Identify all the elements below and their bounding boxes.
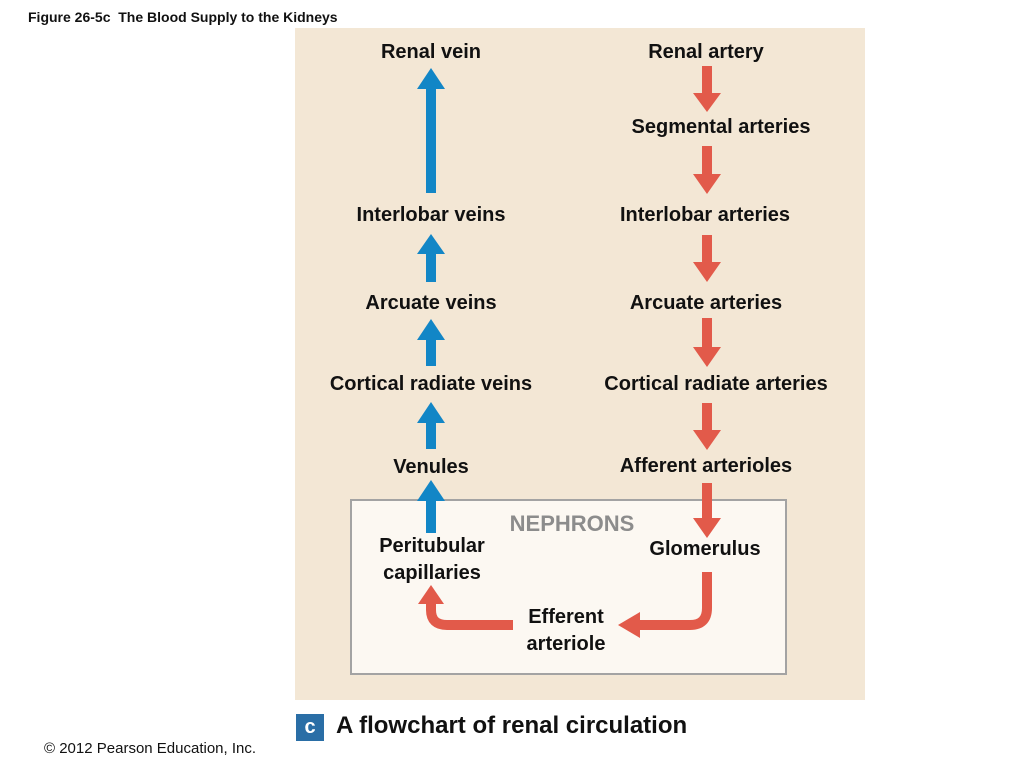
arrow-venules-to-cortical-veins [417,402,445,449]
label-cortical-radiate-veins: Cortical radiate veins [329,373,533,395]
arrow-cortical-to-arcuate-veins [417,319,445,366]
label-cortical-radiate-arteries: Cortical radiate arteries [604,373,828,395]
label-arcuate-arteries: Arcuate arteries [629,292,783,314]
caption-text: A flowchart of renal circulation [336,712,688,739]
label-venules: Venules [393,456,469,478]
label-renal-vein: Renal vein [380,41,482,63]
caption-letter-badge: c [296,714,324,741]
arrow-arcuate-to-interlobar-veins [417,234,445,282]
label-efferent-line1: Efferent [528,606,604,628]
arrow-interlobar-to-arcuate [693,235,721,282]
label-peritubular-line1: Peritubular [379,535,485,557]
arrow-glomerulus-to-efferent-head [618,612,640,638]
arrow-arcuate-to-cortical [693,318,721,367]
arrow-efferent-to-peritubular [426,603,513,630]
arrow-glomerulus-to-efferent [640,572,712,630]
label-interlobar-arteries: Interlobar arteries [619,204,791,226]
label-afferent-arterioles: Afferent arterioles [619,455,793,477]
arrow-peritubular-to-venules [417,480,445,533]
arrow-segmental-to-interlobar [693,146,721,194]
label-peritubular-line2: capillaries [383,562,481,584]
label-renal-artery: Renal artery [648,41,764,63]
arrow-renal-to-segmental [693,66,721,112]
label-efferent-line2: arteriole [526,633,606,655]
label-arcuate-veins: Arcuate veins [365,292,497,314]
artery-arrows [693,66,721,538]
label-glomerulus: Glomerulus [649,538,761,560]
nephrons-box [350,499,787,675]
figure-title: Figure 26-5c The Blood Supply to the Kid… [28,9,338,25]
arrow-cortical-to-afferent [693,403,721,450]
arrow-interlobar-to-renal-vein [417,68,445,193]
label-nephrons: NEPHRONS [509,511,635,536]
arrow-afferent-to-glomerulus [693,483,721,538]
arrow-efferent-to-peritubular-head [418,585,444,604]
copyright: © 2012 Pearson Education, Inc. [44,740,257,757]
label-segmental-arteries: Segmental arteries [631,116,811,138]
label-interlobar-veins: Interlobar veins [356,204,506,226]
vein-arrows [417,68,445,533]
